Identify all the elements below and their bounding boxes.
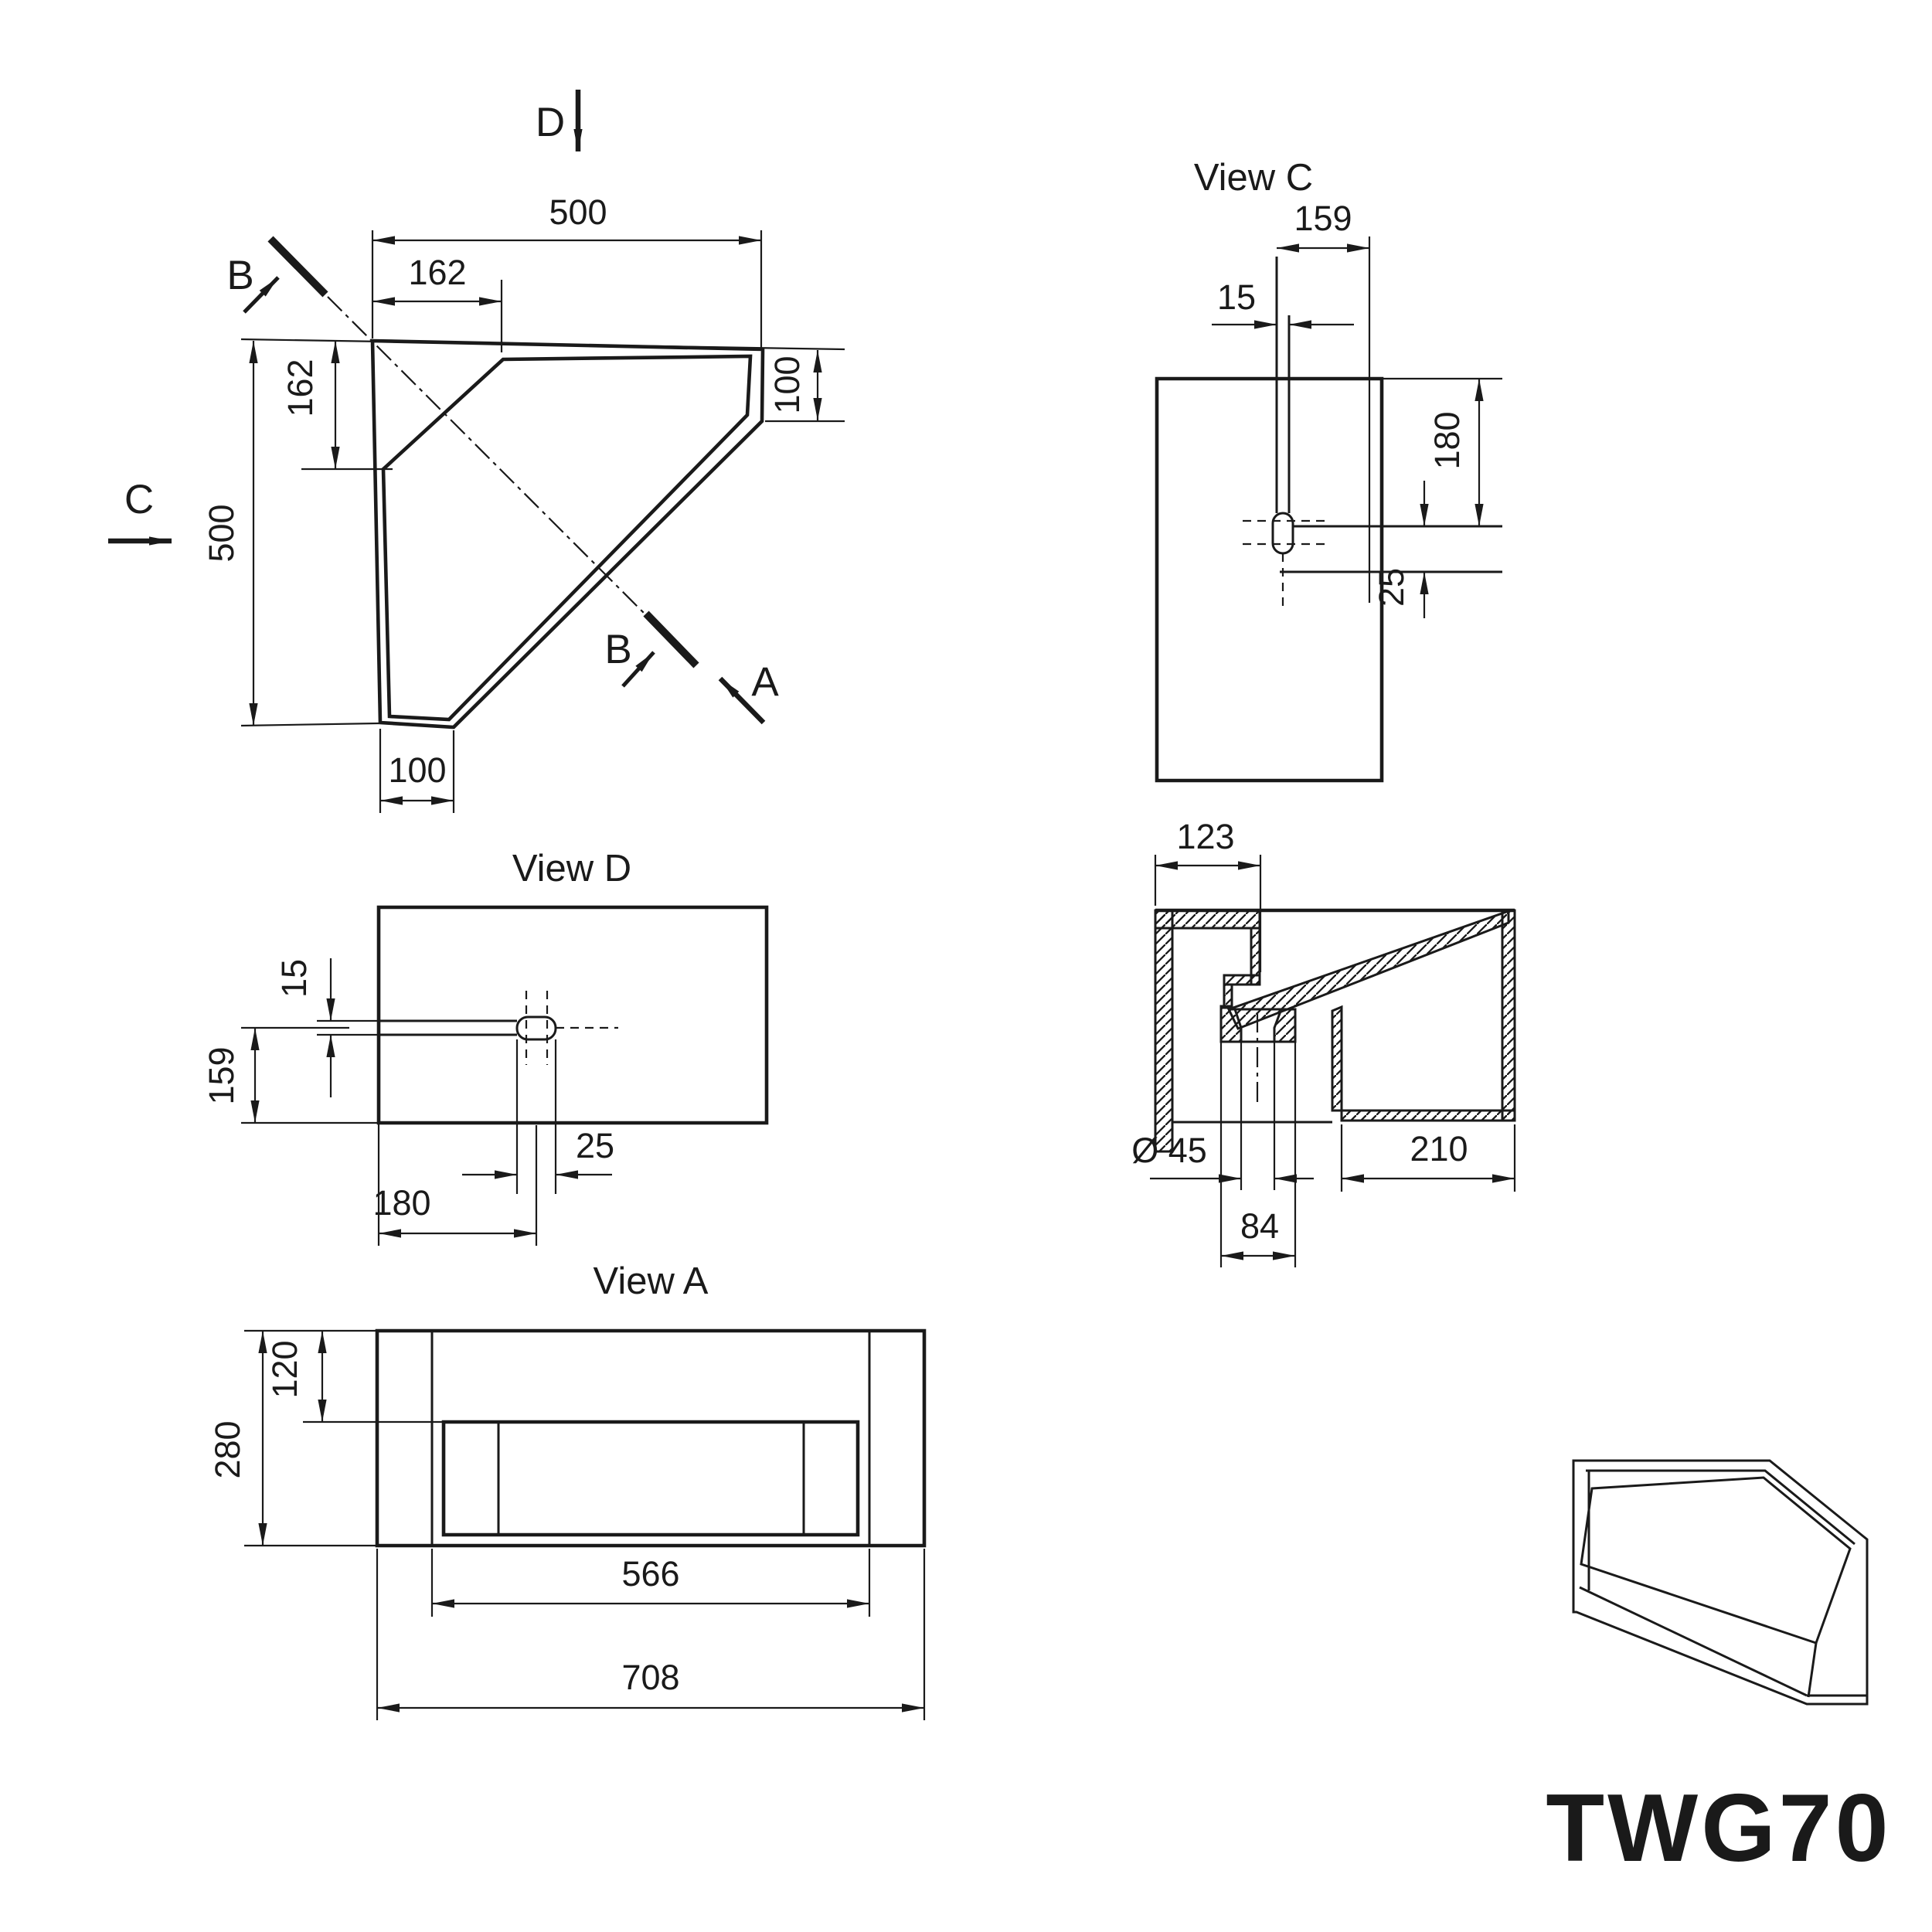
- step-ledge-section: [1223, 974, 1261, 986]
- slot-end-cap: [1271, 512, 1294, 555]
- dim-25: 25: [1372, 568, 1411, 607]
- isometric-view: [1572, 1459, 1869, 1706]
- iso-basin-floor: [1580, 1476, 1852, 1645]
- plan-view: B B D C A 500 162 500 162 100 100: [108, 90, 845, 813]
- top-wall-section: [1154, 909, 1261, 930]
- dim-500-top: 500: [549, 192, 607, 232]
- label-d: D: [536, 100, 565, 145]
- section-arrow-b-bottom: [621, 651, 655, 688]
- view-c-panel: [1155, 376, 1384, 783]
- ext-line-bottom-left: [240, 722, 379, 727]
- iso-rim-inner-edge: [1586, 1469, 1855, 1546]
- dim-180: 180: [372, 1183, 430, 1223]
- section-line-bb: [327, 296, 648, 617]
- view-arrow-a: [718, 676, 766, 725]
- right-wall-section: [1501, 909, 1516, 1122]
- section-mark-b-top: [267, 236, 328, 298]
- dim-180: 180: [1427, 411, 1467, 469]
- label-b-top: B: [226, 253, 253, 298]
- view-a: View A 280 120 566 708: [208, 1260, 927, 1720]
- label-c: C: [124, 477, 154, 522]
- slot-end-cap: [515, 1015, 557, 1041]
- dim-15: 15: [274, 959, 314, 998]
- ext-line-top: [240, 338, 845, 351]
- dim-84: 84: [1240, 1206, 1279, 1246]
- basin-opening: [441, 1420, 860, 1537]
- dim-120: 120: [265, 1340, 304, 1398]
- dim-159: 159: [202, 1046, 241, 1104]
- product-code: TWG70: [1546, 1775, 1891, 1882]
- view-a-title: View A: [594, 1260, 709, 1302]
- dim-15: 15: [1217, 277, 1256, 317]
- dim-210: 210: [1410, 1129, 1468, 1168]
- section-mark-b-bottom: [643, 611, 699, 668]
- iso-right-panel-edge: [1807, 1642, 1818, 1698]
- dim-500-left: 500: [202, 504, 241, 562]
- back-wall-section: [1154, 909, 1174, 1153]
- dim-100-bottom: 100: [388, 750, 446, 790]
- view-a-outer: [375, 1328, 927, 1548]
- dim-162-left: 162: [281, 359, 320, 417]
- view-d: View D 15 159 25 180: [202, 848, 769, 1246]
- view-c-title: View C: [1194, 157, 1313, 199]
- section-arrow-b-top: [243, 276, 280, 314]
- label-b-bottom: B: [604, 627, 631, 672]
- basin-outer-outline: [370, 338, 765, 730]
- view-d-panel: [376, 905, 769, 1125]
- dim-drain-diameter: Ø 45: [1131, 1131, 1207, 1170]
- dim-123: 123: [1176, 817, 1234, 856]
- sloped-floor-section: [1226, 909, 1510, 1030]
- dim-708: 708: [621, 1658, 679, 1697]
- dim-566: 566: [621, 1554, 679, 1594]
- dim-280: 280: [208, 1420, 247, 1478]
- section-view: 123 Ø 45 210 84: [1131, 817, 1516, 1267]
- iso-outer-silhouette: [1572, 1459, 1869, 1706]
- dim-162-top: 162: [408, 253, 466, 292]
- front-wall-section: [1331, 1005, 1343, 1112]
- dim-100-right: 100: [767, 355, 807, 413]
- view-d-title: View D: [512, 848, 631, 889]
- label-a: A: [751, 659, 779, 705]
- dim-159: 159: [1294, 199, 1352, 238]
- view-c: View C 159 15 180 25: [1155, 157, 1502, 783]
- dim-25: 25: [576, 1126, 614, 1165]
- iso-apron-top-edge: [1579, 1586, 1808, 1697]
- step-drop-section: [1223, 983, 1233, 1009]
- bottom-floor-section: [1340, 1109, 1516, 1122]
